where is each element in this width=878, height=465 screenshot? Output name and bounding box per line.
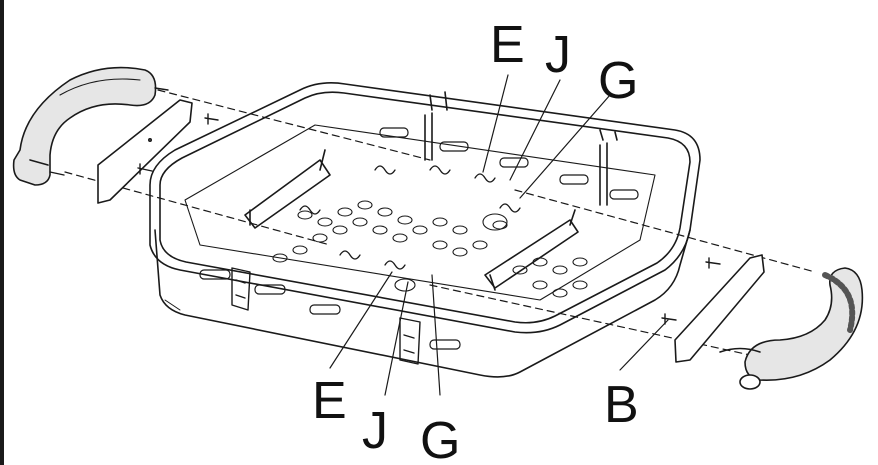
leader-lines	[329, 74, 669, 396]
left-handle	[12, 66, 169, 186]
label-j-top: J	[545, 26, 571, 84]
assembly-guide-lines	[64, 89, 816, 356]
wing-nuts	[299, 165, 521, 270]
left-frame-border	[0, 0, 4, 465]
left-screws	[137, 113, 219, 175]
label-b-right: B	[604, 376, 639, 434]
grate-brackets	[244, 149, 579, 291]
floor-holes	[272, 200, 588, 298]
label-j-bottom: J	[362, 402, 388, 460]
tray-body	[149, 82, 701, 378]
callout-labels: E J G E J G B	[312, 16, 639, 465]
front-wall-slots	[199, 269, 461, 350]
label-g-bottom: G	[420, 412, 460, 465]
right-bracket-plate	[674, 254, 765, 363]
right-handle	[719, 267, 864, 390]
label-g-top: G	[598, 52, 638, 110]
front-latches	[231, 267, 421, 365]
back-wall-slots	[379, 127, 639, 200]
back-posts	[424, 91, 618, 206]
label-e-top: E	[490, 16, 525, 74]
left-bracket-plate	[97, 99, 193, 204]
label-e-bottom: E	[312, 372, 347, 430]
